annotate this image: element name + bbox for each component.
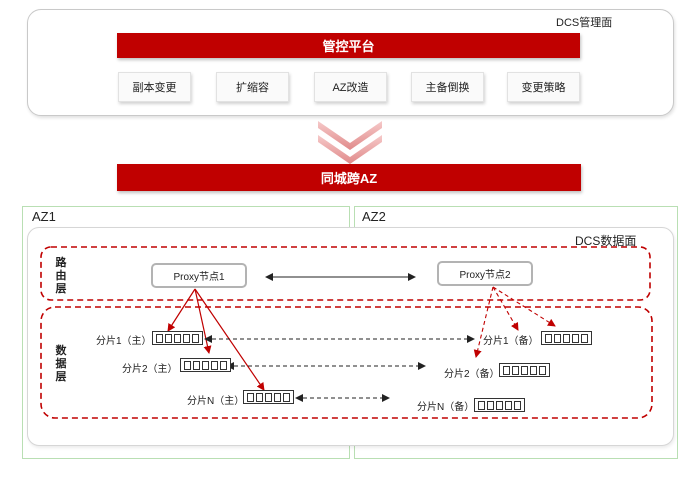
op-failover[interactable]: 主备倒换 bbox=[411, 72, 484, 102]
shard-n-primary-label: 分片N（主） bbox=[187, 396, 245, 407]
memory-chip-icon bbox=[499, 363, 550, 377]
shard-1-primary-label: 分片1（主） bbox=[96, 336, 152, 347]
op-scaling[interactable]: 扩缩容 bbox=[216, 72, 289, 102]
proxy-node-2: Proxy节点2 bbox=[437, 261, 533, 286]
memory-chip-icon bbox=[152, 331, 203, 345]
routing-layer-label: 路由层 bbox=[55, 257, 67, 295]
cross-az-banner: 同城跨AZ bbox=[117, 164, 581, 191]
chevron-down-icon bbox=[318, 121, 382, 150]
memory-chip-icon bbox=[243, 390, 294, 404]
shard-2-primary-label: 分片2（主） bbox=[122, 364, 178, 375]
management-plane-title: DCS管理面 bbox=[556, 17, 613, 29]
az1-label: AZ1 bbox=[32, 209, 56, 224]
op-change-policy[interactable]: 变更策略 bbox=[507, 72, 580, 102]
shard-2-standby-label: 分片2（备） bbox=[444, 369, 500, 380]
az2-label: AZ2 bbox=[362, 209, 386, 224]
shard-n-standby-label: 分片N（备） bbox=[417, 402, 475, 413]
shard-1-standby-label: 分片1（备） bbox=[483, 336, 539, 347]
data-plane-title: DCS数据面 bbox=[575, 234, 637, 248]
op-replica-change[interactable]: 副本变更 bbox=[118, 72, 191, 102]
op-az-transform[interactable]: AZ改造 bbox=[314, 72, 387, 102]
memory-chip-icon bbox=[180, 358, 231, 372]
chevron-down-icon bbox=[318, 135, 382, 164]
proxy-node-1: Proxy节点1 bbox=[151, 263, 247, 288]
control-platform-banner: 管控平台 bbox=[117, 33, 580, 58]
memory-chip-icon bbox=[474, 398, 525, 412]
data-layer-label: 数据层 bbox=[55, 345, 67, 383]
memory-chip-icon bbox=[541, 331, 592, 345]
